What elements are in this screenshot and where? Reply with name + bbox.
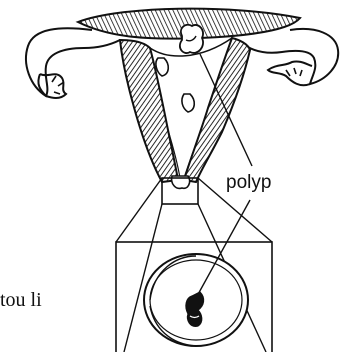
polyp-label: polyp	[226, 172, 271, 193]
right-fallopian-tube	[246, 29, 338, 85]
uterus-left-wall	[120, 40, 178, 182]
caption-label: tou li	[0, 289, 42, 311]
left-fallopian-tube	[26, 28, 120, 98]
polyp-left-small	[156, 58, 168, 76]
uterus-right-wall	[184, 38, 250, 182]
polyp-left-mid	[182, 94, 194, 112]
polyp-fundus	[180, 25, 203, 53]
